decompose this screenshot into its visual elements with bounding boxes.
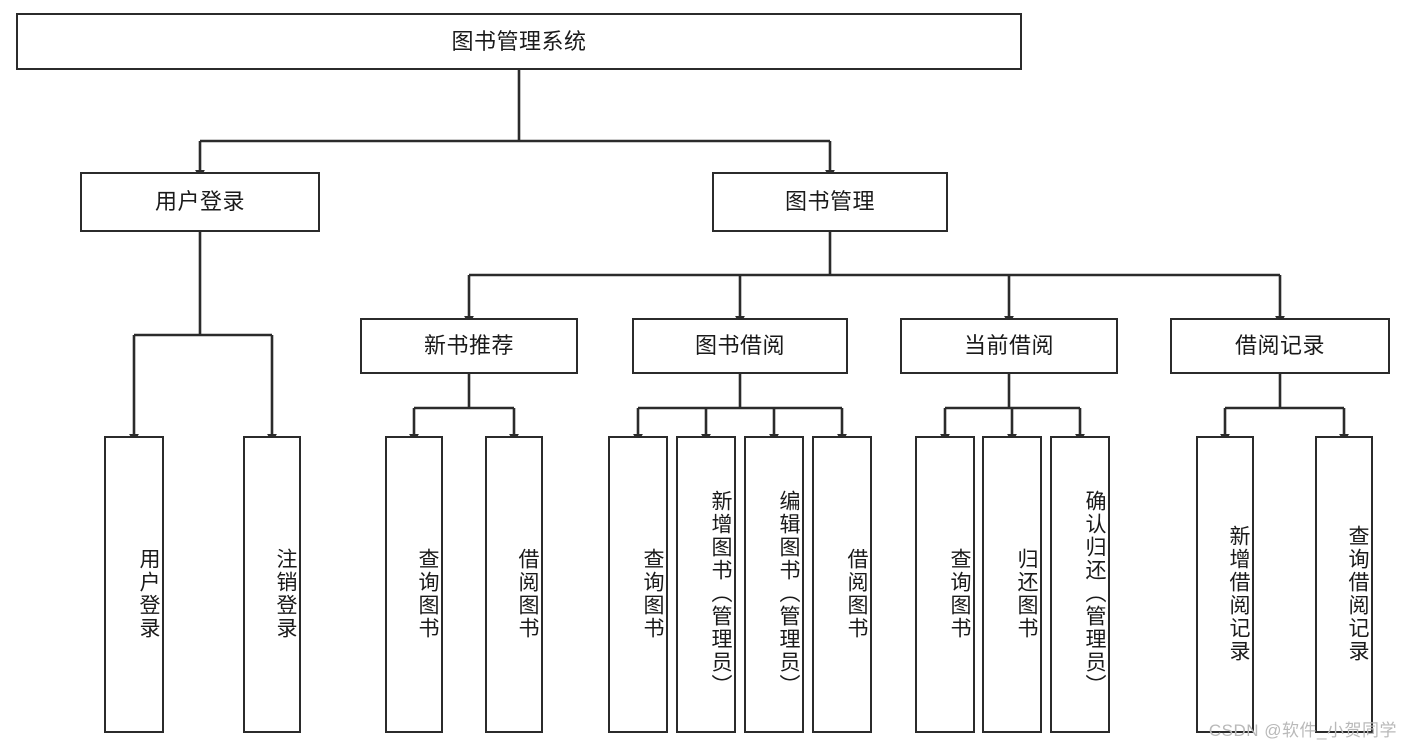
node-new-book-rec[interactable]: 新书推荐 (360, 318, 578, 374)
node-leaf-bb-add[interactable]: 新增图书（管理员） (676, 436, 736, 733)
watermark-text: CSDN @软件_小贺同学 (1208, 721, 1397, 740)
node-leaf-user-login[interactable]: 用户登录 (104, 436, 164, 733)
node-leaf-cb-query[interactable]: 查询图书 (915, 436, 975, 733)
node-leaf-bb-borrow[interactable]: 借阅图书 (812, 436, 872, 733)
node-root[interactable]: 图书管理系统 (16, 13, 1022, 70)
node-label-leaf-rec-query: 查询图书 (416, 547, 439, 640)
node-label-new-book-rec: 新书推荐 (423, 333, 514, 359)
node-label-leaf-cb-query: 查询图书 (948, 547, 971, 640)
node-label-leaf-user-login: 用户登录 (137, 547, 160, 640)
node-label-book-borrow: 图书借阅 (694, 333, 785, 359)
node-leaf-user-logout[interactable]: 注销登录 (243, 436, 301, 733)
node-label-leaf-log-add: 新增借阅记录 (1227, 524, 1250, 663)
node-leaf-log-query[interactable]: 查询借阅记录 (1315, 436, 1373, 733)
node-user-login[interactable]: 用户登录 (80, 172, 320, 232)
node-leaf-bb-query[interactable]: 查询图书 (608, 436, 668, 733)
node-leaf-log-add[interactable]: 新增借阅记录 (1196, 436, 1254, 733)
node-label-root: 图书管理系统 (451, 28, 587, 54)
node-label-leaf-cb-confirm: 确认归还（管理员） (1083, 490, 1106, 697)
node-leaf-cb-confirm[interactable]: 确认归还（管理员） (1050, 436, 1110, 733)
node-borrow-log[interactable]: 借阅记录 (1170, 318, 1390, 374)
node-label-leaf-bb-borrow: 借阅图书 (845, 547, 868, 640)
node-label-leaf-cb-return: 归还图书 (1015, 547, 1038, 640)
node-label-leaf-bb-edit: 编辑图书（管理员） (777, 490, 800, 697)
node-label-leaf-user-logout: 注销登录 (274, 547, 297, 640)
node-leaf-bb-edit[interactable]: 编辑图书（管理员） (744, 436, 804, 733)
node-book-borrow[interactable]: 图书借阅 (632, 318, 848, 374)
node-leaf-rec-query[interactable]: 查询图书 (385, 436, 443, 733)
node-label-leaf-bb-query: 查询图书 (641, 547, 664, 640)
node-label-cur-borrow: 当前借阅 (963, 333, 1054, 359)
node-label-leaf-log-query: 查询借阅记录 (1346, 524, 1369, 663)
node-label-borrow-log: 借阅记录 (1234, 333, 1325, 359)
node-label-leaf-rec-borrow: 借阅图书 (516, 547, 539, 640)
node-label-leaf-bb-add: 新增图书（管理员） (709, 490, 732, 697)
node-leaf-rec-borrow[interactable]: 借阅图书 (485, 436, 543, 733)
node-book-mgmt[interactable]: 图书管理 (712, 172, 948, 232)
node-leaf-cb-return[interactable]: 归还图书 (982, 436, 1042, 733)
node-label-user-login: 用户登录 (154, 189, 245, 215)
node-cur-borrow[interactable]: 当前借阅 (900, 318, 1118, 374)
node-label-book-mgmt: 图书管理 (784, 189, 875, 215)
